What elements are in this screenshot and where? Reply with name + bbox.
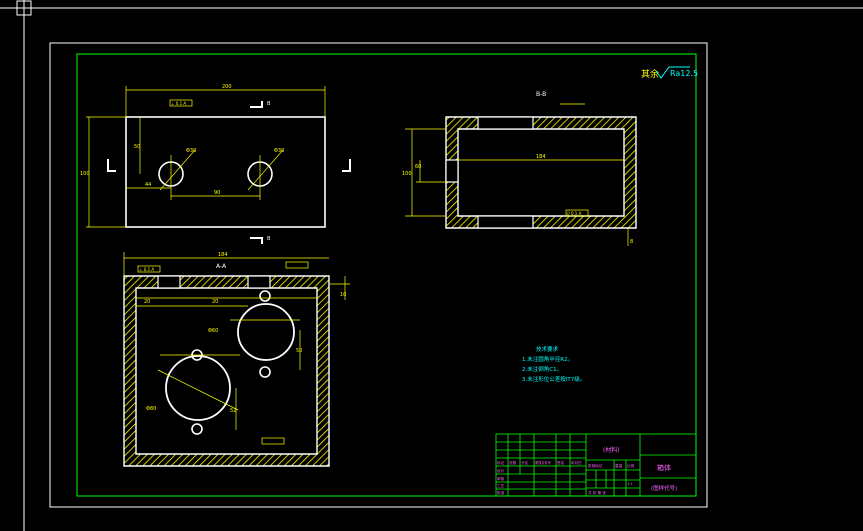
roughness-symbol: 其余 Ra12.5 [641,66,698,80]
section-aa-mid-hole [237,303,295,361]
aa-slot-left: 20 [144,299,150,305]
title-block [495,433,697,497]
tb-row-label-2: 分区 [521,460,529,465]
bb-inner-length: 184 [536,154,546,160]
tb-sheet-label: 共 张 第 张 [588,490,606,495]
tb-row-label-0: 标记 [497,460,505,465]
tb-scale-label: 比例 [627,463,635,468]
top-width-dim: 200 [222,84,232,90]
section-aa-big-hole [165,355,231,421]
section-aa-walls [123,275,330,467]
top-hole-spacing-dim: 90 [214,190,220,196]
tb-row-label-1: 处数 [509,460,517,465]
technical-notes: 技术要求 1.未注圆角半径R2。 2.未注倒角C1。 3.未注形位公差按IT7级… [522,345,585,383]
aa-offset-b: 50 [296,348,302,354]
top-view: 200 100 50 90 44 Φ30 Φ30 ⊥ 0.1 A B B [80,84,351,244]
tb-row-label-5: 年月日 [571,460,582,465]
section-bb-view: B-B 184 100 60 8 // 0.1 A [402,91,637,246]
notes-line-1: 1.未注圆角半径R2。 [522,355,573,363]
notes-line-2: 2.未注倒角C1。 [522,365,562,373]
aa-wall: 10 [340,292,346,298]
tb-stage-label: 阶段标记 [588,463,603,468]
tb-bottom-label-2: 工艺 [497,483,505,488]
aa-small-hole: Φ60 [208,328,218,334]
tb-part-name: 箱体 [657,463,671,472]
section-bb-walls [445,116,637,229]
section-aa-pin-3 [259,366,271,378]
roughness-value: Ra12.5 [670,69,698,78]
tb-scale-value: 1:1 [627,482,633,486]
tb-weight-label: 重量 [615,463,623,468]
tb-drawing-no: (图样代号) [651,484,677,492]
aa-offset-a: 52 [230,408,236,414]
top-hole-dia-1: Φ30 [186,148,196,154]
cut-mark-bottom: B [267,236,271,242]
bb-height: 60 [415,164,421,170]
section-aa-slot-left [157,275,181,289]
title-block-text: (材料) 箱体 (图样代号) 标记 处数 分区 更改文件号 签名 年月日 设计 … [497,446,677,495]
section-bb-title: B-B [536,91,546,98]
tb-bottom-label-1: 审核 [497,476,505,481]
top-height-dim: 100 [80,171,90,177]
tb-bottom-label-3: 批准 [497,490,505,495]
section-bb-side-hole [445,159,459,183]
section-bb-slot-bottom [477,215,534,229]
roughness-prefix: 其余 [641,68,659,80]
section-aa-slot-right [247,275,271,289]
bb-slot: 8 [630,239,633,245]
notes-title: 技术要求 [536,345,559,353]
top-view-outline [125,116,326,228]
bb-tol-tag: // 0.1 A [567,211,582,216]
notes-line-3: 3.未注形位公差按IT7级。 [522,375,585,383]
aa-big-hole: Φ80 [146,406,156,412]
section-aa-pin-1 [259,290,271,302]
section-aa-view: A-A 184 20 20 10 Φ80 [123,252,350,467]
tb-row-label-4: 签名 [557,460,565,465]
cut-mark-top: B [267,101,271,107]
drawing-frame [76,53,697,497]
top-tol-tag: ⊥ 0.1 A [171,101,186,106]
section-aa-title: A-A [216,263,227,270]
top-left-offset-dim: 44 [145,182,151,188]
aa-slot-mid: 20 [212,299,218,305]
top-hole-dia-2: Φ30 [274,148,284,154]
aa-inner-width: 184 [218,252,228,258]
aa-tol-tag: ⊥ 0.1 A [139,267,154,272]
section-aa-pin-4 [191,423,203,435]
bb-depth: 100 [402,171,412,177]
section-bb-slot-top [477,116,534,130]
tb-row-label-3: 更改文件号 [535,460,551,465]
top-hole-offset-dim: 50 [134,144,140,150]
tb-material: (材料) [603,446,620,454]
tb-bottom-label-0: 设计 [497,468,505,473]
sheet-border [49,42,708,508]
